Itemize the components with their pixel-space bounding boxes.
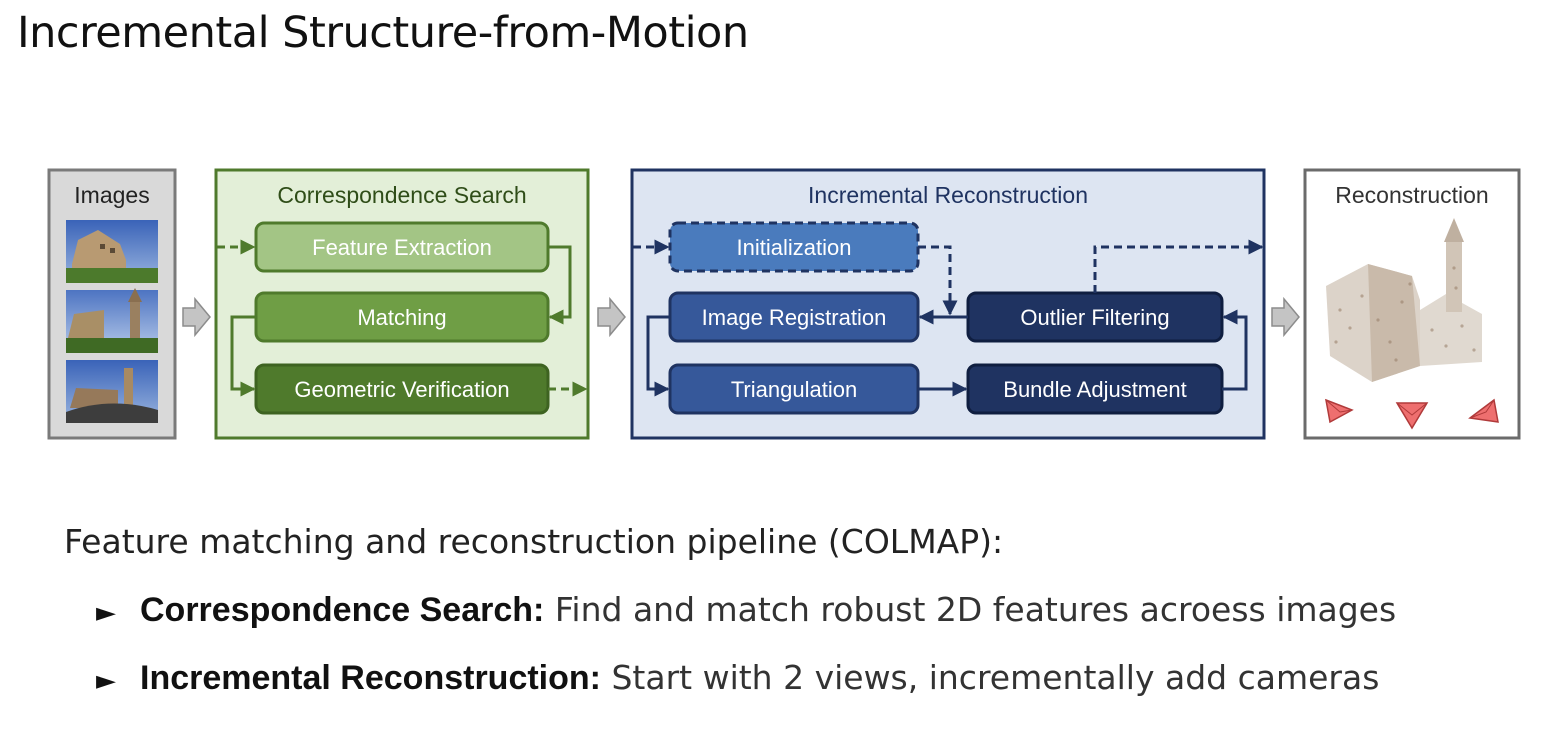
- reconstruction-panel-label: Reconstruction: [1335, 182, 1488, 208]
- photo-thumbnail: [66, 288, 158, 353]
- incremental-reconstruction-panel: Incremental Reconstruction Initializatio…: [630, 168, 1266, 440]
- initialization-label: Initialization: [737, 235, 852, 260]
- sfm-pipeline-diagram: Images Correspondence Search Feature Ext…: [47, 168, 1521, 440]
- output-dashed-arrow: [1093, 239, 1264, 293]
- flow-arrow-icon: [182, 296, 211, 338]
- bullet-item: ► Incremental Reconstruction: Start with …: [96, 658, 1396, 726]
- bundle-to-filtering-arrow: [1222, 309, 1248, 391]
- feature-extraction-label: Feature Extraction: [312, 235, 492, 260]
- images-panel: Images: [47, 168, 177, 440]
- camera-icon: [1468, 398, 1499, 423]
- flow-arrow-icon: [1271, 296, 1300, 338]
- bullet-item: ► Correspondence Search: Find and match r…: [96, 590, 1396, 658]
- initialization-to-registration-dashed-arrow: [918, 245, 958, 316]
- image-registration-label: Image Registration: [702, 305, 887, 330]
- bundle-adjustment-label: Bundle Adjustment: [1003, 377, 1186, 402]
- bullet-arrow-icon: ►: [96, 598, 116, 628]
- bullet-text: Start with 2 views, incrementally add ca…: [600, 658, 1380, 697]
- intro-text: Feature matching and reconstruction pipe…: [64, 522, 1004, 561]
- triangulation-label: Triangulation: [731, 377, 857, 402]
- registration-to-triangulation-arrow: [646, 315, 670, 397]
- point-cloud-image: [1326, 218, 1482, 382]
- correspondence-search-panel: Correspondence Search Feature Extraction…: [214, 168, 590, 440]
- bullet-label: Incremental Reconstruction:: [140, 659, 601, 697]
- matching-label: Matching: [357, 305, 446, 330]
- photo-thumbnail: [66, 360, 158, 423]
- geometric-verification-label: Geometric Verification: [294, 377, 509, 402]
- bullet-arrow-icon: ►: [96, 666, 116, 696]
- matching-to-verification-arrow: [230, 315, 256, 397]
- camera-icon: [1325, 398, 1354, 424]
- incremental-panel-label: Incremental Reconstruction: [808, 182, 1088, 208]
- outlier-filtering-label: Outlier Filtering: [1020, 305, 1169, 330]
- bullet-text: Find and match robust 2D features acroes…: [544, 590, 1397, 629]
- images-panel-label: Images: [74, 182, 149, 208]
- bullet-label: Correspondence Search:: [140, 591, 545, 629]
- reconstruction-panel: Reconstruction: [1303, 168, 1521, 440]
- extraction-to-matching-arrow: [548, 245, 572, 325]
- photo-thumbnail: [66, 220, 158, 283]
- page-title: Incremental Structure-from-Motion: [17, 8, 749, 58]
- correspondence-panel-label: Correspondence Search: [277, 182, 526, 208]
- flow-arrow-icon: [597, 296, 626, 338]
- camera-icon: [1395, 402, 1429, 430]
- bullet-list: ► Correspondence Search: Find and match r…: [96, 590, 1396, 726]
